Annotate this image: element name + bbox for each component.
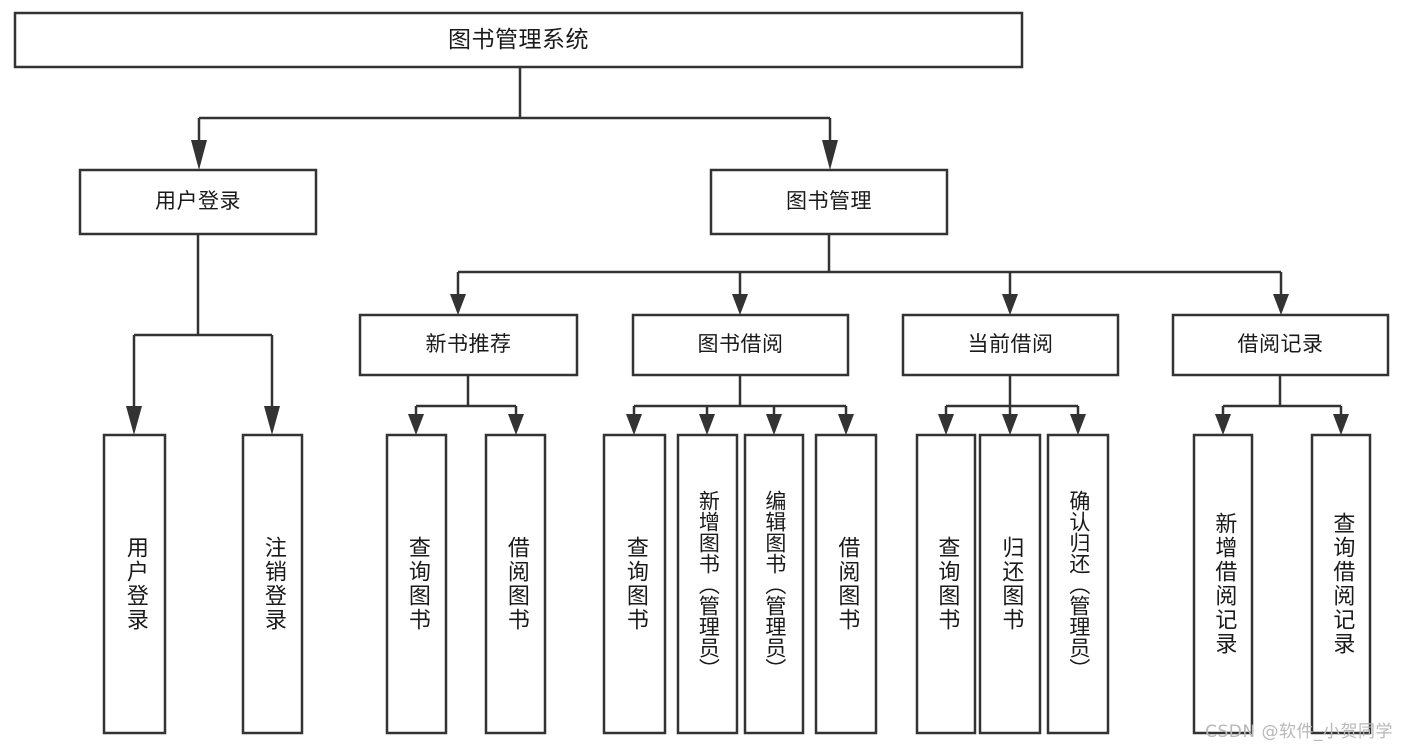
node-leaf-8[interactable] [915,433,977,735]
node-level2-3[interactable] [1171,313,1390,377]
node-root[interactable] [13,11,1024,69]
node-leaf-6[interactable] [743,433,805,735]
node-leaf-0[interactable] [102,433,167,735]
node-leaf-9[interactable] [978,433,1042,735]
node-level2-2[interactable] [901,313,1120,377]
node-leaf-3[interactable] [484,433,547,735]
node-level2-0[interactable] [358,313,579,377]
node-leaf-4[interactable] [602,433,667,735]
node-leaf-2[interactable] [385,433,448,735]
node-leaf-5[interactable] [676,433,739,735]
arrow-heads [126,140,1349,435]
node-leaf-12[interactable] [1310,433,1372,735]
csdn-watermark: CSDN @软件_小贺同学 [1205,722,1393,742]
node-leaf-10[interactable] [1046,433,1110,735]
node-leaf-7[interactable] [814,433,878,735]
node-leaf-11[interactable] [1192,433,1254,735]
node-leaf-1[interactable] [241,433,304,735]
node-level2-1[interactable] [631,313,850,377]
node-level1-0[interactable] [78,168,318,236]
node-level1-1[interactable] [709,168,949,236]
